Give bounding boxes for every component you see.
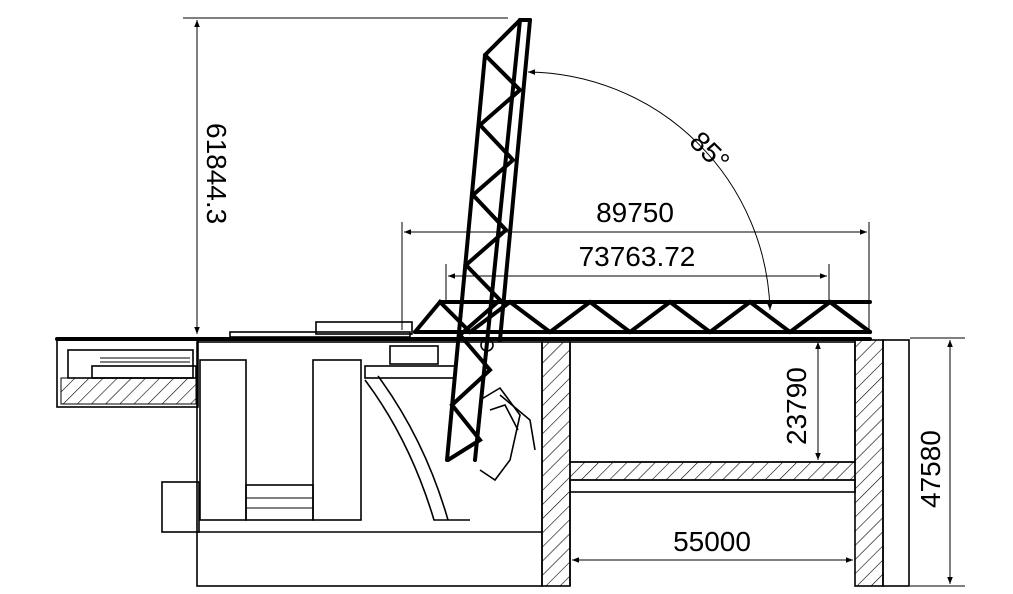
dimension-span-inner: 73763.72	[445, 241, 830, 300]
dimension-bottom-span: 55000	[572, 526, 853, 563]
dimension-total-depth: 47580	[910, 337, 965, 587]
angle-dim-label: 85°	[684, 125, 736, 177]
dimension-span-outer: 89750	[401, 197, 870, 330]
dimension-pit-depth: 23790	[781, 342, 855, 463]
span-inner-label: 73763.72	[579, 241, 696, 272]
dimension-angle: 85°	[527, 69, 773, 311]
bottom-span-label: 55000	[673, 526, 751, 557]
total-depth-label: 47580	[915, 430, 946, 508]
raised-leaf-truss	[445, 18, 536, 482]
dimension-height: 61844.3	[183, 17, 508, 334]
horizontal-truss	[413, 299, 872, 335]
height-dim-label: 61844.3	[201, 123, 232, 224]
span-outer-label: 89750	[596, 197, 674, 228]
pit-depth-label: 23790	[781, 367, 812, 445]
